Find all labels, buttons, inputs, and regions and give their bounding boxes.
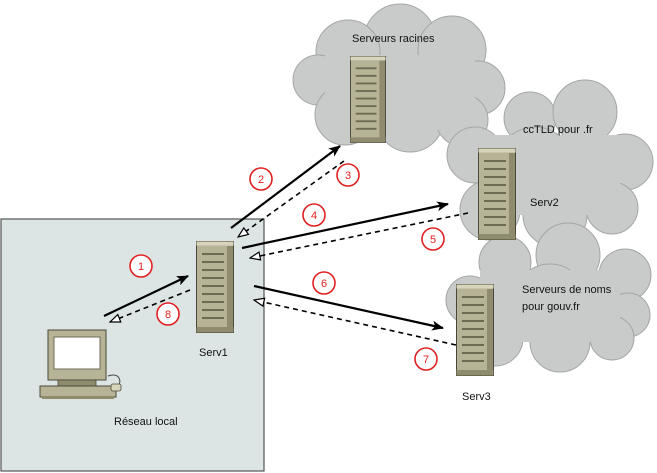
desktop-computer-icon (39, 329, 122, 399)
arrow-step-7 (254, 300, 457, 346)
step-7-badge: 7 (414, 347, 438, 371)
arrow-step-5 (250, 212, 469, 258)
step-8-badge: 8 (156, 302, 180, 326)
serv3-label: Serv3 (462, 391, 491, 403)
step-3-badge: 3 (336, 163, 360, 187)
arrow-step-2 (230, 145, 341, 229)
serv2-server-icon (478, 148, 516, 240)
gouv-label-line1: Serveurs de noms (522, 284, 612, 296)
local-network-label: Réseau local (114, 416, 178, 428)
serv1-label: Serv1 (199, 347, 228, 359)
arrow-step-3 (238, 160, 345, 237)
serv1-server-icon (196, 241, 234, 333)
step-6-badge: 6 (312, 271, 336, 295)
root-server-icon (350, 56, 386, 143)
cctld-label: ccTLD pour .fr (523, 124, 593, 136)
svg-text:7: 7 (423, 354, 429, 366)
serv2-label: Serv2 (530, 197, 559, 209)
step-1-badge: 1 (129, 254, 153, 278)
arrow-step-6 (253, 284, 444, 331)
root-servers-label: Serveurs racines (352, 33, 435, 45)
gouv-label-line2: pour gouv.fr (522, 301, 580, 313)
arrow-step-1 (103, 275, 189, 317)
root-servers-cloud (292, 3, 506, 153)
svg-text:1: 1 (138, 261, 144, 273)
svg-text:2: 2 (258, 174, 264, 186)
svg-text:4: 4 (311, 210, 317, 222)
svg-text:3: 3 (345, 170, 351, 182)
svg-text:6: 6 (321, 278, 327, 290)
serv3-server-icon (456, 284, 494, 376)
arrow-step-4 (241, 201, 449, 250)
svg-text:5: 5 (430, 234, 436, 246)
step-4-badge: 4 (302, 203, 326, 227)
step-5-badge: 5 (421, 227, 445, 251)
svg-text:8: 8 (165, 309, 171, 321)
step-2-badge: 2 (249, 167, 273, 191)
